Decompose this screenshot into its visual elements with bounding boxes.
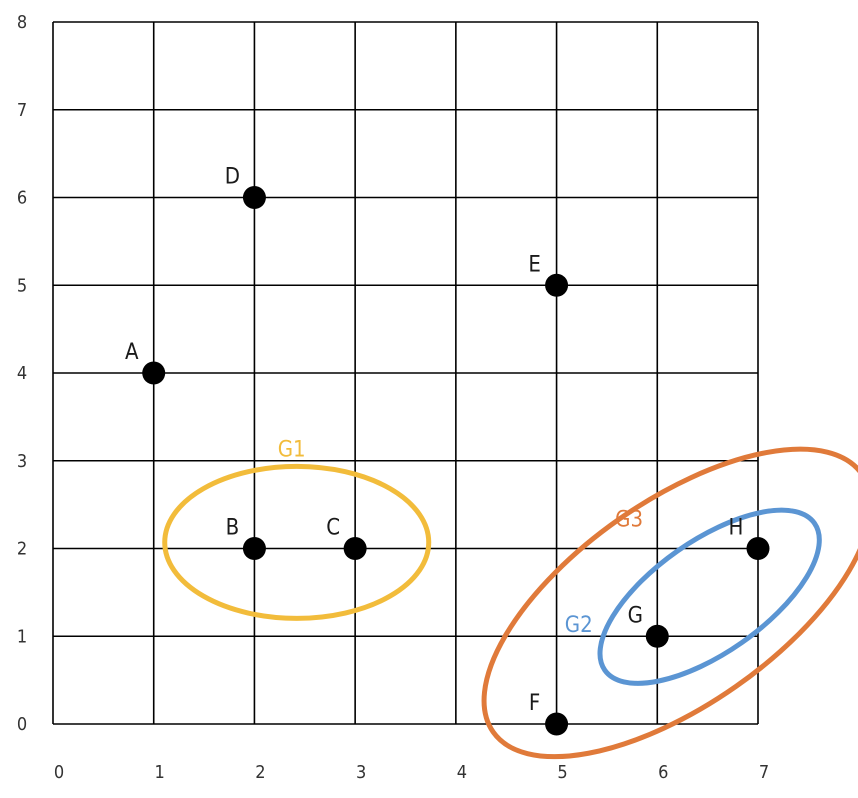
- group-label-g3: G3: [615, 508, 643, 533]
- y-tick-label: 6: [17, 188, 27, 209]
- point-label-d: D: [225, 165, 240, 190]
- point-g: [645, 624, 669, 648]
- point-label-h: H: [729, 516, 744, 541]
- point-labels: A B C D E F G H: [125, 165, 744, 717]
- point-label-c: C: [326, 516, 340, 541]
- x-tick-label: 4: [457, 762, 467, 783]
- group-label-g2: G2: [565, 613, 593, 638]
- point-h: [746, 537, 770, 560]
- point-a: [142, 361, 166, 385]
- x-tick-label: 6: [658, 762, 668, 783]
- point-label-a: A: [125, 340, 139, 365]
- y-tick-label: 5: [17, 275, 27, 296]
- x-tick-label: 0: [54, 762, 64, 783]
- grid: [52, 21, 759, 725]
- group-ellipse-g2: [597, 507, 822, 686]
- group-ellipse-g1: [162, 463, 432, 621]
- y-tick-label: 2: [17, 539, 27, 560]
- point-label-g: G: [628, 603, 643, 628]
- x-tick-label: 3: [356, 762, 366, 783]
- point-label-b: B: [226, 516, 240, 541]
- group-ellipse-g3: [481, 446, 858, 760]
- x-tick-label: 2: [255, 762, 265, 783]
- y-tick-label: 3: [17, 451, 27, 472]
- x-tick-label: 7: [759, 762, 769, 783]
- y-tick-label: 7: [17, 100, 27, 121]
- y-tick-label: 0: [17, 714, 27, 735]
- point-b: [242, 537, 266, 560]
- data-points: [142, 186, 770, 736]
- group-label-g1: G1: [278, 437, 306, 462]
- y-tick-label: 8: [17, 12, 27, 33]
- point-c: [343, 537, 367, 560]
- y-tick-label: 1: [17, 626, 27, 647]
- x-tick-label: 1: [155, 762, 165, 783]
- point-label-e: E: [528, 252, 541, 277]
- point-e: [545, 273, 569, 297]
- y-tick-label: 4: [17, 363, 27, 384]
- x-axis-ticks: 0 1 2 3 4 5 6 7: [54, 762, 769, 783]
- point-d: [242, 186, 266, 209]
- point-label-f: F: [529, 691, 540, 716]
- x-tick-label: 5: [557, 762, 567, 783]
- point-f: [545, 712, 569, 736]
- y-axis-ticks: 0 1 2 3 4 5 6 7 8: [17, 12, 27, 735]
